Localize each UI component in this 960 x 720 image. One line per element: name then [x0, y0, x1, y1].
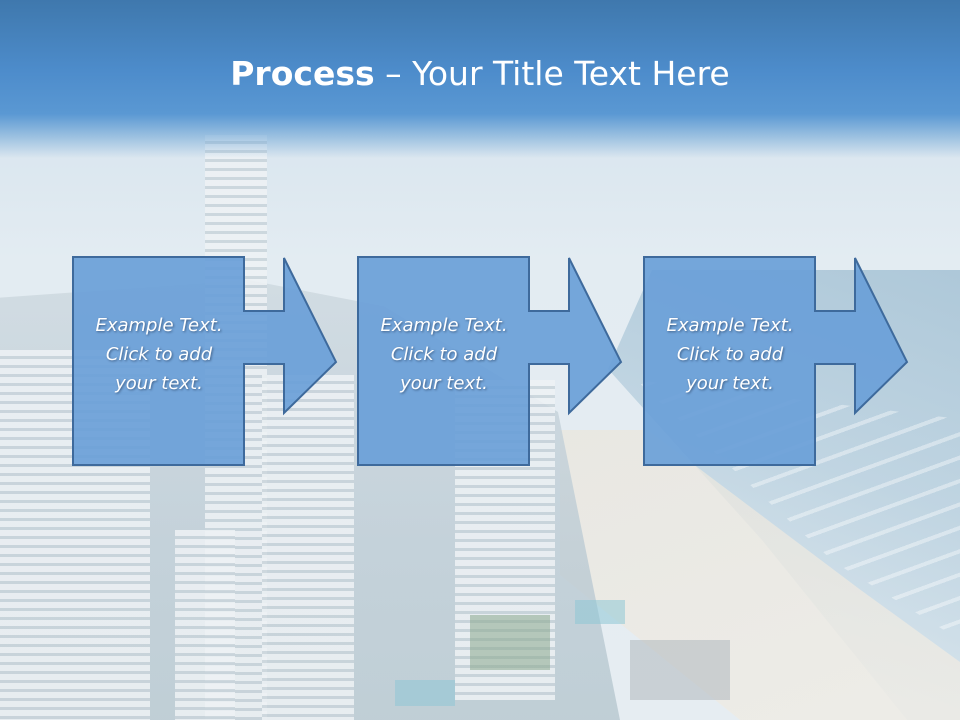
tennis-court — [470, 615, 550, 670]
title-rest: – Your Title Text Here — [374, 54, 730, 93]
step-text[interactable]: Example Text. Click to add your text. — [95, 315, 223, 394]
step-arrow-shape — [643, 256, 909, 466]
step-text[interactable]: Example Text. Click to add your text. — [666, 315, 794, 394]
step-text[interactable]: Example Text. Click to add your text. — [380, 315, 508, 394]
step-arrow-shape — [357, 256, 623, 466]
slide-title[interactable]: Process – Your Title Text Here — [0, 52, 960, 96]
title-bold-word: Process — [230, 54, 375, 93]
rooftop — [630, 640, 730, 700]
pool — [395, 680, 455, 706]
process-step-2[interactable]: Example Text. Click to add your text. — [357, 256, 627, 468]
tower — [262, 375, 354, 720]
tower — [175, 530, 235, 720]
pool — [575, 600, 625, 624]
step-arrow-shape — [72, 256, 338, 466]
process-step-3[interactable]: Example Text. Click to add your text. — [643, 256, 913, 468]
process-step-1[interactable]: Example Text. Click to add your text. — [72, 256, 342, 468]
title-bar — [0, 0, 960, 158]
